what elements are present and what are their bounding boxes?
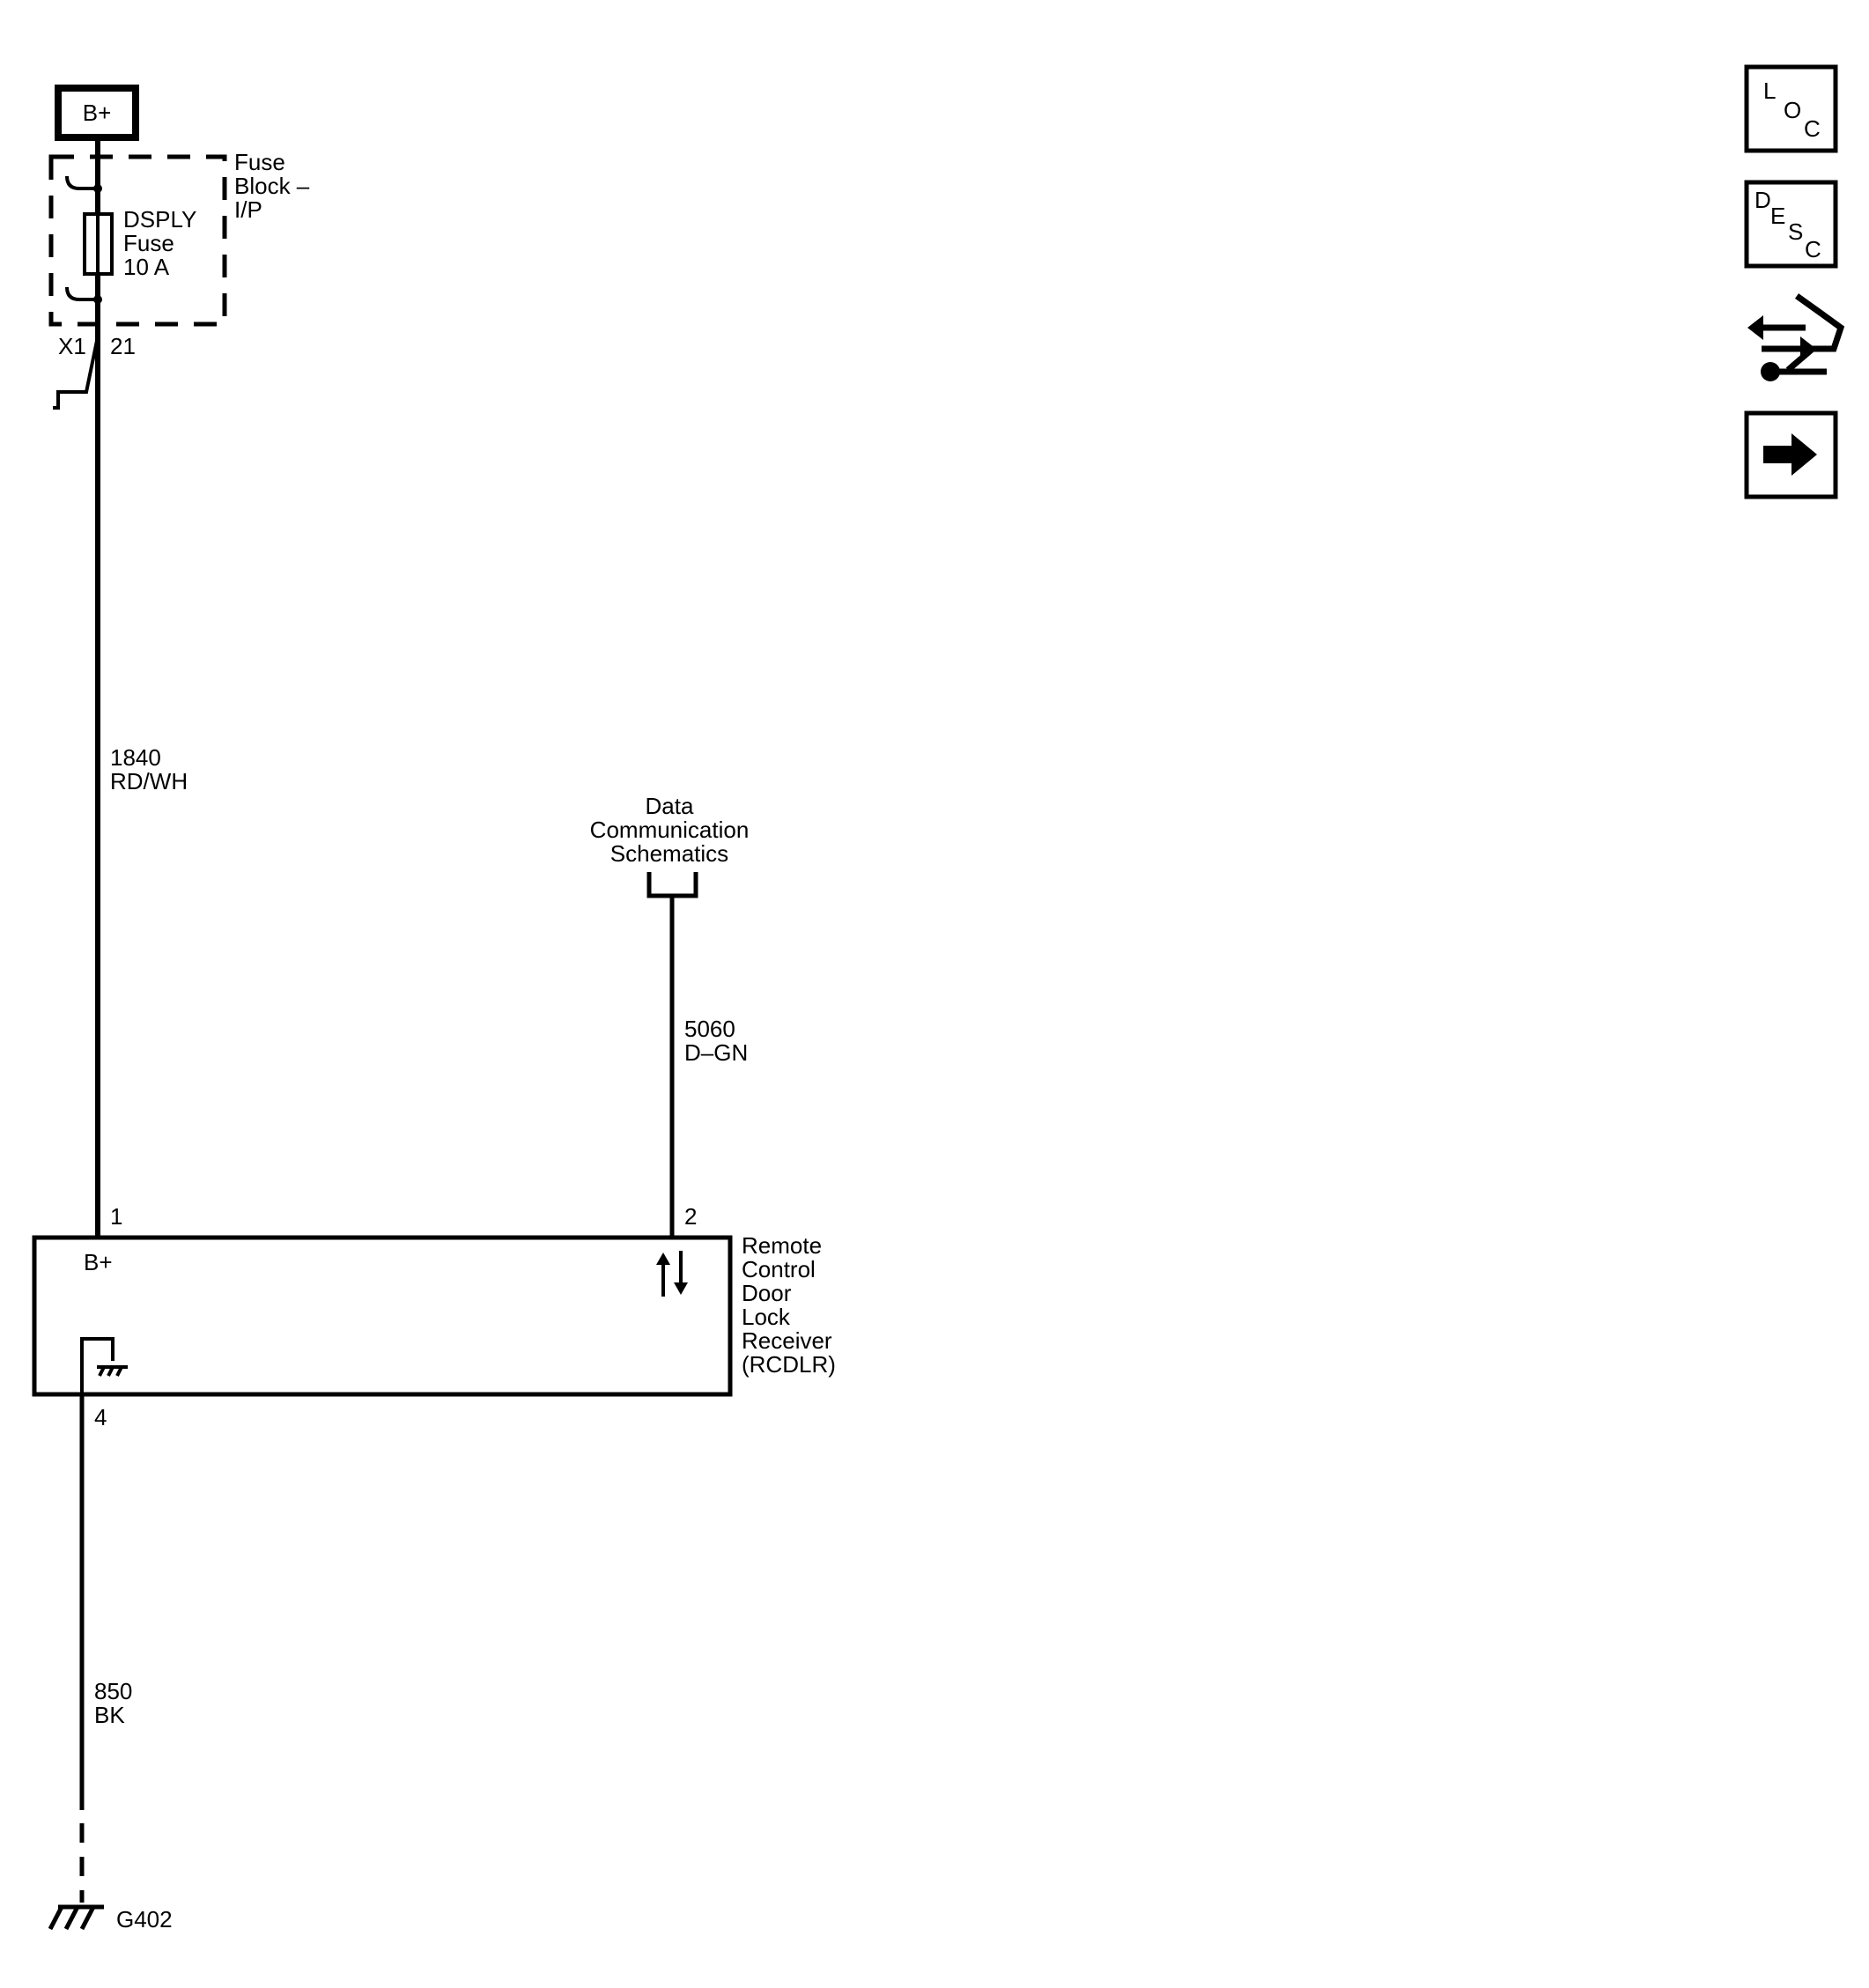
- fuse-junction-top: [93, 184, 102, 193]
- wire-1840-circuit: 1840: [110, 744, 161, 771]
- loc-letter-c: C: [1804, 115, 1821, 142]
- fuse-terminals: [65, 175, 98, 301]
- connector-x1: X1 21: [53, 333, 136, 410]
- fuse: DSPLY Fuse 10 A: [83, 206, 196, 280]
- wire-5060-color: D–GN: [684, 1039, 748, 1066]
- fuse-name-line3: 10 A: [123, 254, 170, 280]
- desc-letter-s: S: [1788, 218, 1803, 245]
- data-comm-line3: Schematics: [610, 840, 728, 867]
- connector-pin: 21: [110, 333, 136, 359]
- module-pin-ground: 4: [94, 1404, 107, 1430]
- location-icon[interactable]: L O C: [1744, 64, 1838, 153]
- desc-letter-d: D: [1754, 187, 1771, 213]
- fuse-junction-bottom: [93, 295, 102, 304]
- data-comm-line1: Data: [646, 793, 694, 819]
- rcdlr-module: 1 2 B+ Remote Control Door Lock Receiver…: [32, 1203, 836, 1397]
- connector-end-view-icon[interactable]: [1747, 293, 1845, 381]
- fuse-name-line2: Fuse: [123, 230, 174, 256]
- wire-850-color: BK: [94, 1702, 125, 1728]
- desc-letter-c: C: [1805, 236, 1821, 262]
- internal-ground-icon: [80, 1337, 128, 1394]
- wire-5060-circuit: 5060: [684, 1016, 735, 1042]
- bidirectional-data-icon: [656, 1251, 688, 1297]
- power-source-label: B+: [83, 100, 112, 126]
- loc-letter-l: L: [1763, 78, 1776, 104]
- description-icon[interactable]: D E S C: [1744, 180, 1838, 269]
- next-arrow-icon[interactable]: [1744, 410, 1838, 499]
- fuse-block: Fuse Block – I/P: [48, 149, 310, 327]
- fuse-block-name-line2: Block –: [234, 173, 310, 199]
- data-comm-reference: Data Communication Schematics: [590, 793, 750, 898]
- desc-letter-e: E: [1770, 203, 1785, 229]
- module-name-line1: Remote: [742, 1232, 822, 1259]
- module-power-label: B+: [84, 1249, 113, 1275]
- connector-id: X1: [58, 333, 86, 359]
- module-pin-power: 1: [110, 1203, 122, 1230]
- ground-id: G402: [116, 1906, 173, 1933]
- fuse-block-name-line3: I/P: [234, 196, 262, 223]
- module-name-line2: Control: [742, 1256, 816, 1282]
- fuse-block-name-line1: Fuse: [234, 149, 285, 175]
- module-pin-data: 2: [684, 1203, 697, 1230]
- module-name-line4: Lock: [742, 1304, 791, 1330]
- wire-1840-color: RD/WH: [110, 768, 188, 794]
- module-name-line6: (RCDLR): [742, 1351, 836, 1378]
- module-name-line5: Receiver: [742, 1327, 832, 1354]
- fuse-name-line1: DSPLY: [123, 206, 196, 233]
- loc-letter-o: O: [1784, 97, 1801, 123]
- data-comm-line2: Communication: [590, 817, 750, 843]
- power-source: B+: [55, 85, 139, 141]
- wire-850-circuit: 850: [94, 1678, 132, 1704]
- module-name-line3: Door: [742, 1280, 792, 1306]
- chassis-ground-icon: [48, 1904, 104, 1931]
